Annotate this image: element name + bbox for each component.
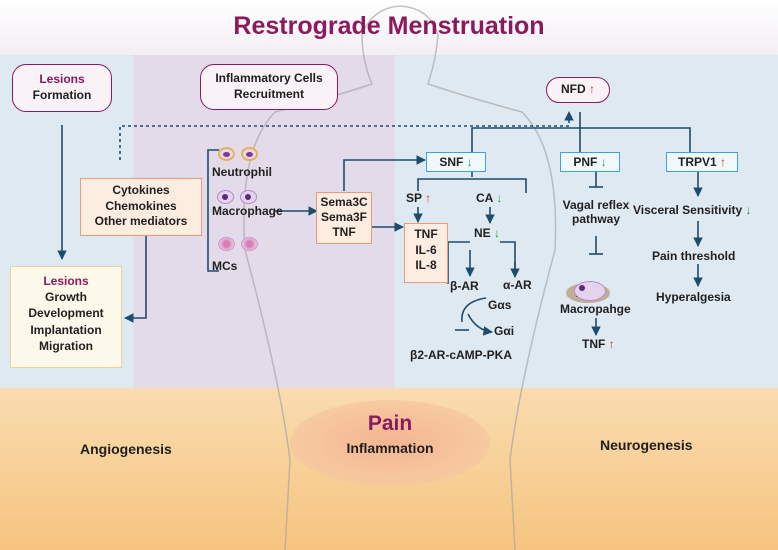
decrease-arrow-icon: ↓: [745, 203, 752, 217]
ca-label: CA: [476, 191, 493, 205]
macropahge-label: Macropahge: [560, 302, 631, 316]
neutrophil-label: Neutrophil: [212, 165, 272, 179]
alpha-ar-label: α-AR: [503, 278, 532, 292]
mast-cell-icon: [218, 237, 235, 251]
body-silhouette: [243, 5, 557, 550]
il8-label: IL-8: [415, 258, 437, 273]
sema3c-label: Sema3C: [320, 195, 368, 209]
nfd-box: NFD ↑: [546, 77, 610, 103]
neutrophil-cell-icon: [218, 147, 235, 161]
vagal-reflex-line2: pathway: [571, 211, 620, 226]
beta-ar-label: β-AR: [450, 279, 479, 293]
lesions-formation-label: Formation: [32, 88, 92, 103]
lesions-growth-box: Lesions Growth Development Implantation …: [10, 266, 122, 368]
sema-box: Sema3C Sema3F TNF: [316, 192, 372, 244]
lesions-growth-line2: Development: [28, 306, 104, 321]
pnf-box: PNF ↓: [560, 152, 620, 172]
trpv1-box: TRPV1 ↑: [666, 152, 738, 172]
pnf-tnf-label: TNF: [582, 337, 606, 351]
pain-label: Pain: [367, 412, 413, 435]
lesions-growth-line3: Implantation: [30, 322, 102, 337]
visceral-sensitivity-label: Visceral Sensitivity: [633, 203, 743, 217]
cytokines-box: Cytokines Chemokines Other mediators: [80, 178, 202, 236]
increase-arrow-icon: ↑: [608, 337, 615, 351]
arrow-to-gai: [467, 313, 493, 336]
lesions-growth-line4: Migration: [39, 338, 93, 353]
increase-arrow-icon: ↑: [720, 155, 727, 169]
sp-node: SP ↑: [406, 191, 432, 206]
sema-tnf-label: TNF: [332, 225, 356, 239]
sema3f-label: Sema3F: [320, 210, 368, 224]
visceral-sensitivity-node: Visceral Sensitivity ↓: [633, 203, 752, 218]
hyperalgesia-label: Hyperalgesia: [656, 290, 731, 304]
mast-cell-icon: [241, 237, 258, 251]
pain-threshold-label: Pain threshold: [652, 249, 736, 263]
decrease-arrow-icon: ↓: [600, 155, 607, 169]
snf-box: SNF ↓: [426, 152, 486, 172]
inflammatory-recruitment-line1: Inflammatory Cells: [215, 71, 323, 85]
decrease-arrow-icon: ↓: [466, 155, 473, 169]
mcs-label: MCs: [212, 259, 238, 273]
tnf-il-box: TNF IL-6 IL-8: [404, 223, 448, 283]
macrophage-label: Macrophage: [212, 204, 283, 218]
header-background: [0, 0, 778, 55]
vagal-reflex-label: Vagal reflex pathway: [558, 198, 634, 227]
pnf-tnf-node: TNF ↑: [582, 337, 615, 352]
lesions-formation-heading: Lesions: [39, 72, 85, 86]
gas-label: Gαs: [488, 298, 512, 312]
macrophage-cell-icon: [240, 190, 257, 204]
gai-label: Gαi: [494, 324, 515, 338]
macrophage-cell-icon: [574, 281, 606, 301]
arrow-sema-to-snf: [343, 155, 426, 191]
inflammatory-recruitment-box: Inflammatory Cells Recruitment: [200, 64, 338, 110]
snf-branch: [417, 170, 527, 193]
inflammatory-recruitment-line2: Recruitment: [233, 87, 304, 102]
inflammation-label: Inflammation: [346, 440, 434, 456]
cytokines-line2: Chemokines: [105, 198, 177, 213]
tnf-label: TNF: [414, 227, 438, 241]
pain-ellipse: [290, 400, 490, 486]
cytokines-line3: Other mediators: [94, 214, 188, 229]
increase-arrow-icon: ↑: [425, 191, 432, 205]
nfd-branch: [471, 127, 691, 152]
gas-inhibit: [461, 297, 487, 323]
sp-label: SP: [406, 191, 422, 205]
diagram-title: Restrograde Menstruation: [233, 12, 545, 40]
arrow-cytokines-to-growth: [124, 236, 147, 323]
trpv1-label: TRPV1: [677, 155, 717, 169]
macrophage-cell-icon: [217, 190, 234, 204]
il6-label: IL-6: [415, 242, 437, 257]
vagal-reflex-line1: Vagal reflex: [562, 198, 630, 212]
cells-bracket: [207, 149, 219, 272]
lesions-growth-line1: Growth: [45, 290, 87, 305]
lesions-growth-heading: Lesions: [43, 274, 89, 288]
nfd-label: NFD: [560, 82, 586, 96]
snf-label: SNF: [439, 155, 464, 169]
nerve-panel: [395, 55, 778, 388]
decrease-arrow-icon: ↓: [496, 191, 503, 205]
neurogenesis-label: Neurogenesis: [600, 437, 693, 453]
decrease-arrow-icon: ↓: [494, 226, 501, 240]
lesions-formation-box: Lesions Formation: [12, 64, 112, 112]
cytokines-line1: Cytokines: [112, 183, 170, 197]
ne-node: NE ↓: [474, 226, 501, 241]
ca-node: CA ↓: [476, 191, 503, 206]
pnf-label: PNF: [573, 155, 598, 169]
angiogenesis-label: Angiogenesis: [80, 441, 172, 457]
camp-pka-label: β2-AR-cAMP-PKA: [410, 348, 512, 362]
neutrophil-cell-icon: [241, 147, 258, 161]
ne-label: NE: [474, 226, 491, 240]
dashed-to-nfd: [119, 111, 574, 160]
increase-arrow-icon: ↑: [589, 82, 595, 96]
